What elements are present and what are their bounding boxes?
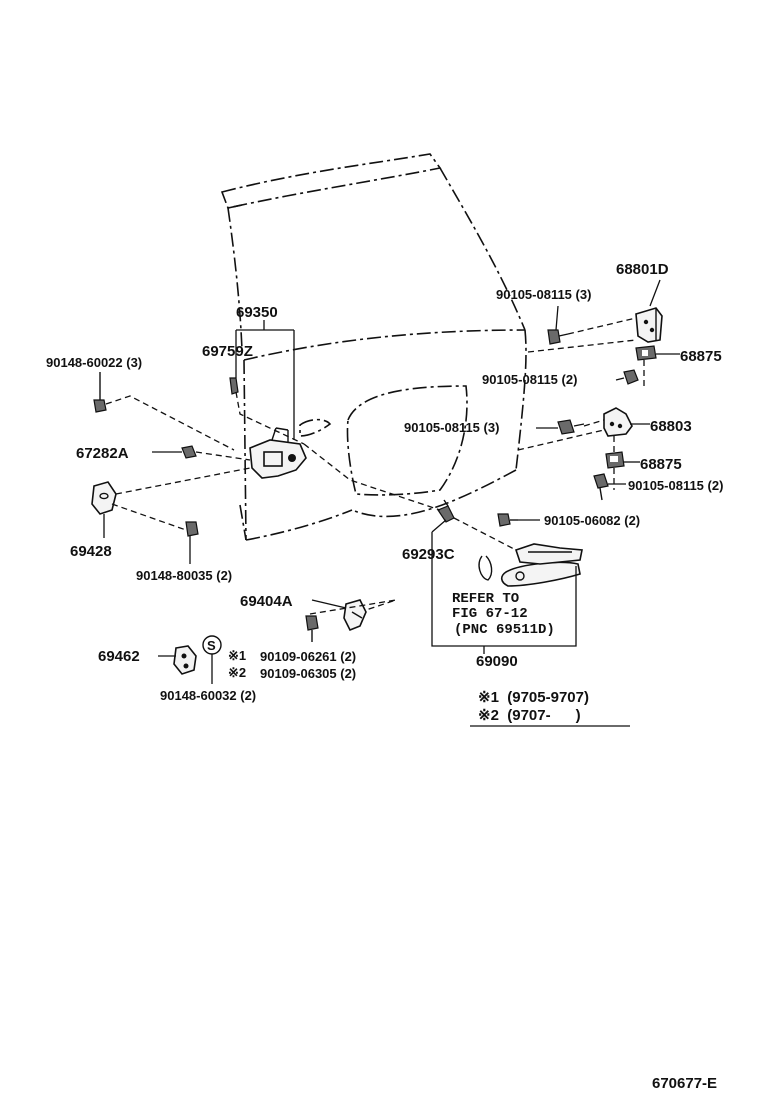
- part-labels: 69350 69759Z 90148-60022 (3) 67282A 6942…: [46, 261, 723, 1092]
- bolt-90105-08115-b: [623, 369, 639, 385]
- hinge-68801d: [635, 307, 663, 343]
- label-90105-08115-d: 90105-08115 (2): [628, 478, 723, 493]
- label-69759z: 69759Z: [202, 343, 253, 360]
- label-note2-mark: ※2: [228, 665, 246, 680]
- shim-68875-upper: [635, 345, 657, 361]
- hinge-68803: [603, 407, 633, 437]
- legend-note2: ※2 (9707- ): [478, 707, 581, 724]
- bolt-90148-80035: [185, 521, 199, 537]
- lock-assembly-69350: [249, 427, 307, 479]
- bolt-90105-08115-a: [547, 329, 569, 345]
- label-69428: 69428: [70, 543, 112, 560]
- label-69404a: 69404A: [240, 593, 293, 610]
- nut-67282a: [181, 445, 197, 459]
- rod-69293c: [437, 499, 455, 523]
- label-note1-mark: ※1: [228, 648, 246, 663]
- bolt-90105-08115-c: [557, 419, 585, 435]
- label-69293c: 69293C: [402, 546, 455, 563]
- label-69462: 69462: [98, 648, 140, 665]
- shim-68875-lower: [605, 451, 625, 469]
- label-90105-08115-c: 90105-08115 (3): [404, 420, 499, 435]
- label-68875-upper: 68875: [680, 348, 722, 365]
- bracket-69462: [173, 645, 197, 675]
- bolt-90105-06082: [497, 513, 518, 527]
- label-90105-08115-a: 90105-08115 (3): [496, 287, 591, 302]
- label-90105-06082: 90105-06082 (2): [544, 513, 640, 528]
- label-90148-80035: 90148-80035 (2): [136, 568, 232, 583]
- bolt-90148-60022: [93, 372, 107, 413]
- label-90148-60032: 90148-60032 (2): [160, 688, 256, 703]
- door-handle-69090: [500, 543, 583, 587]
- figure-id: 670677-E: [652, 1075, 717, 1092]
- leader-lines: [103, 279, 680, 727]
- refer-clip: [478, 555, 493, 581]
- label-68875-lower: 68875: [640, 456, 682, 473]
- s-mark-circle: S: [202, 635, 222, 655]
- label-refer-line1: REFER TO: [452, 591, 519, 607]
- label-69090: 69090: [476, 653, 518, 670]
- label-68801d: 68801D: [616, 261, 669, 278]
- label-90109-06305: 90109-06305 (2): [260, 666, 356, 681]
- label-67282a: 67282A: [76, 445, 129, 462]
- dashed-connectors: [105, 317, 645, 615]
- label-refer-line2: FIG 67-12: [452, 606, 528, 622]
- clip-69759z: [229, 377, 239, 395]
- bolt-90109-06261: [305, 615, 319, 642]
- bolt-90105-08115-d: [593, 473, 609, 501]
- latch-69404a: [343, 599, 367, 632]
- label-refer-line3: (PNC 69511D): [454, 622, 555, 638]
- legend-note1: ※1 (9705-9707): [478, 689, 589, 706]
- s-mark-text: S: [207, 638, 216, 653]
- bracket-69428: [91, 481, 117, 515]
- label-69350: 69350: [236, 304, 278, 321]
- label-90109-06261: 90109-06261 (2): [260, 649, 356, 664]
- label-90105-08115-b: 90105-08115 (2): [482, 372, 577, 387]
- back-door-panel: [220, 153, 527, 541]
- label-68803: 68803: [650, 418, 692, 435]
- label-90148-60022: 90148-60022 (3): [46, 355, 142, 370]
